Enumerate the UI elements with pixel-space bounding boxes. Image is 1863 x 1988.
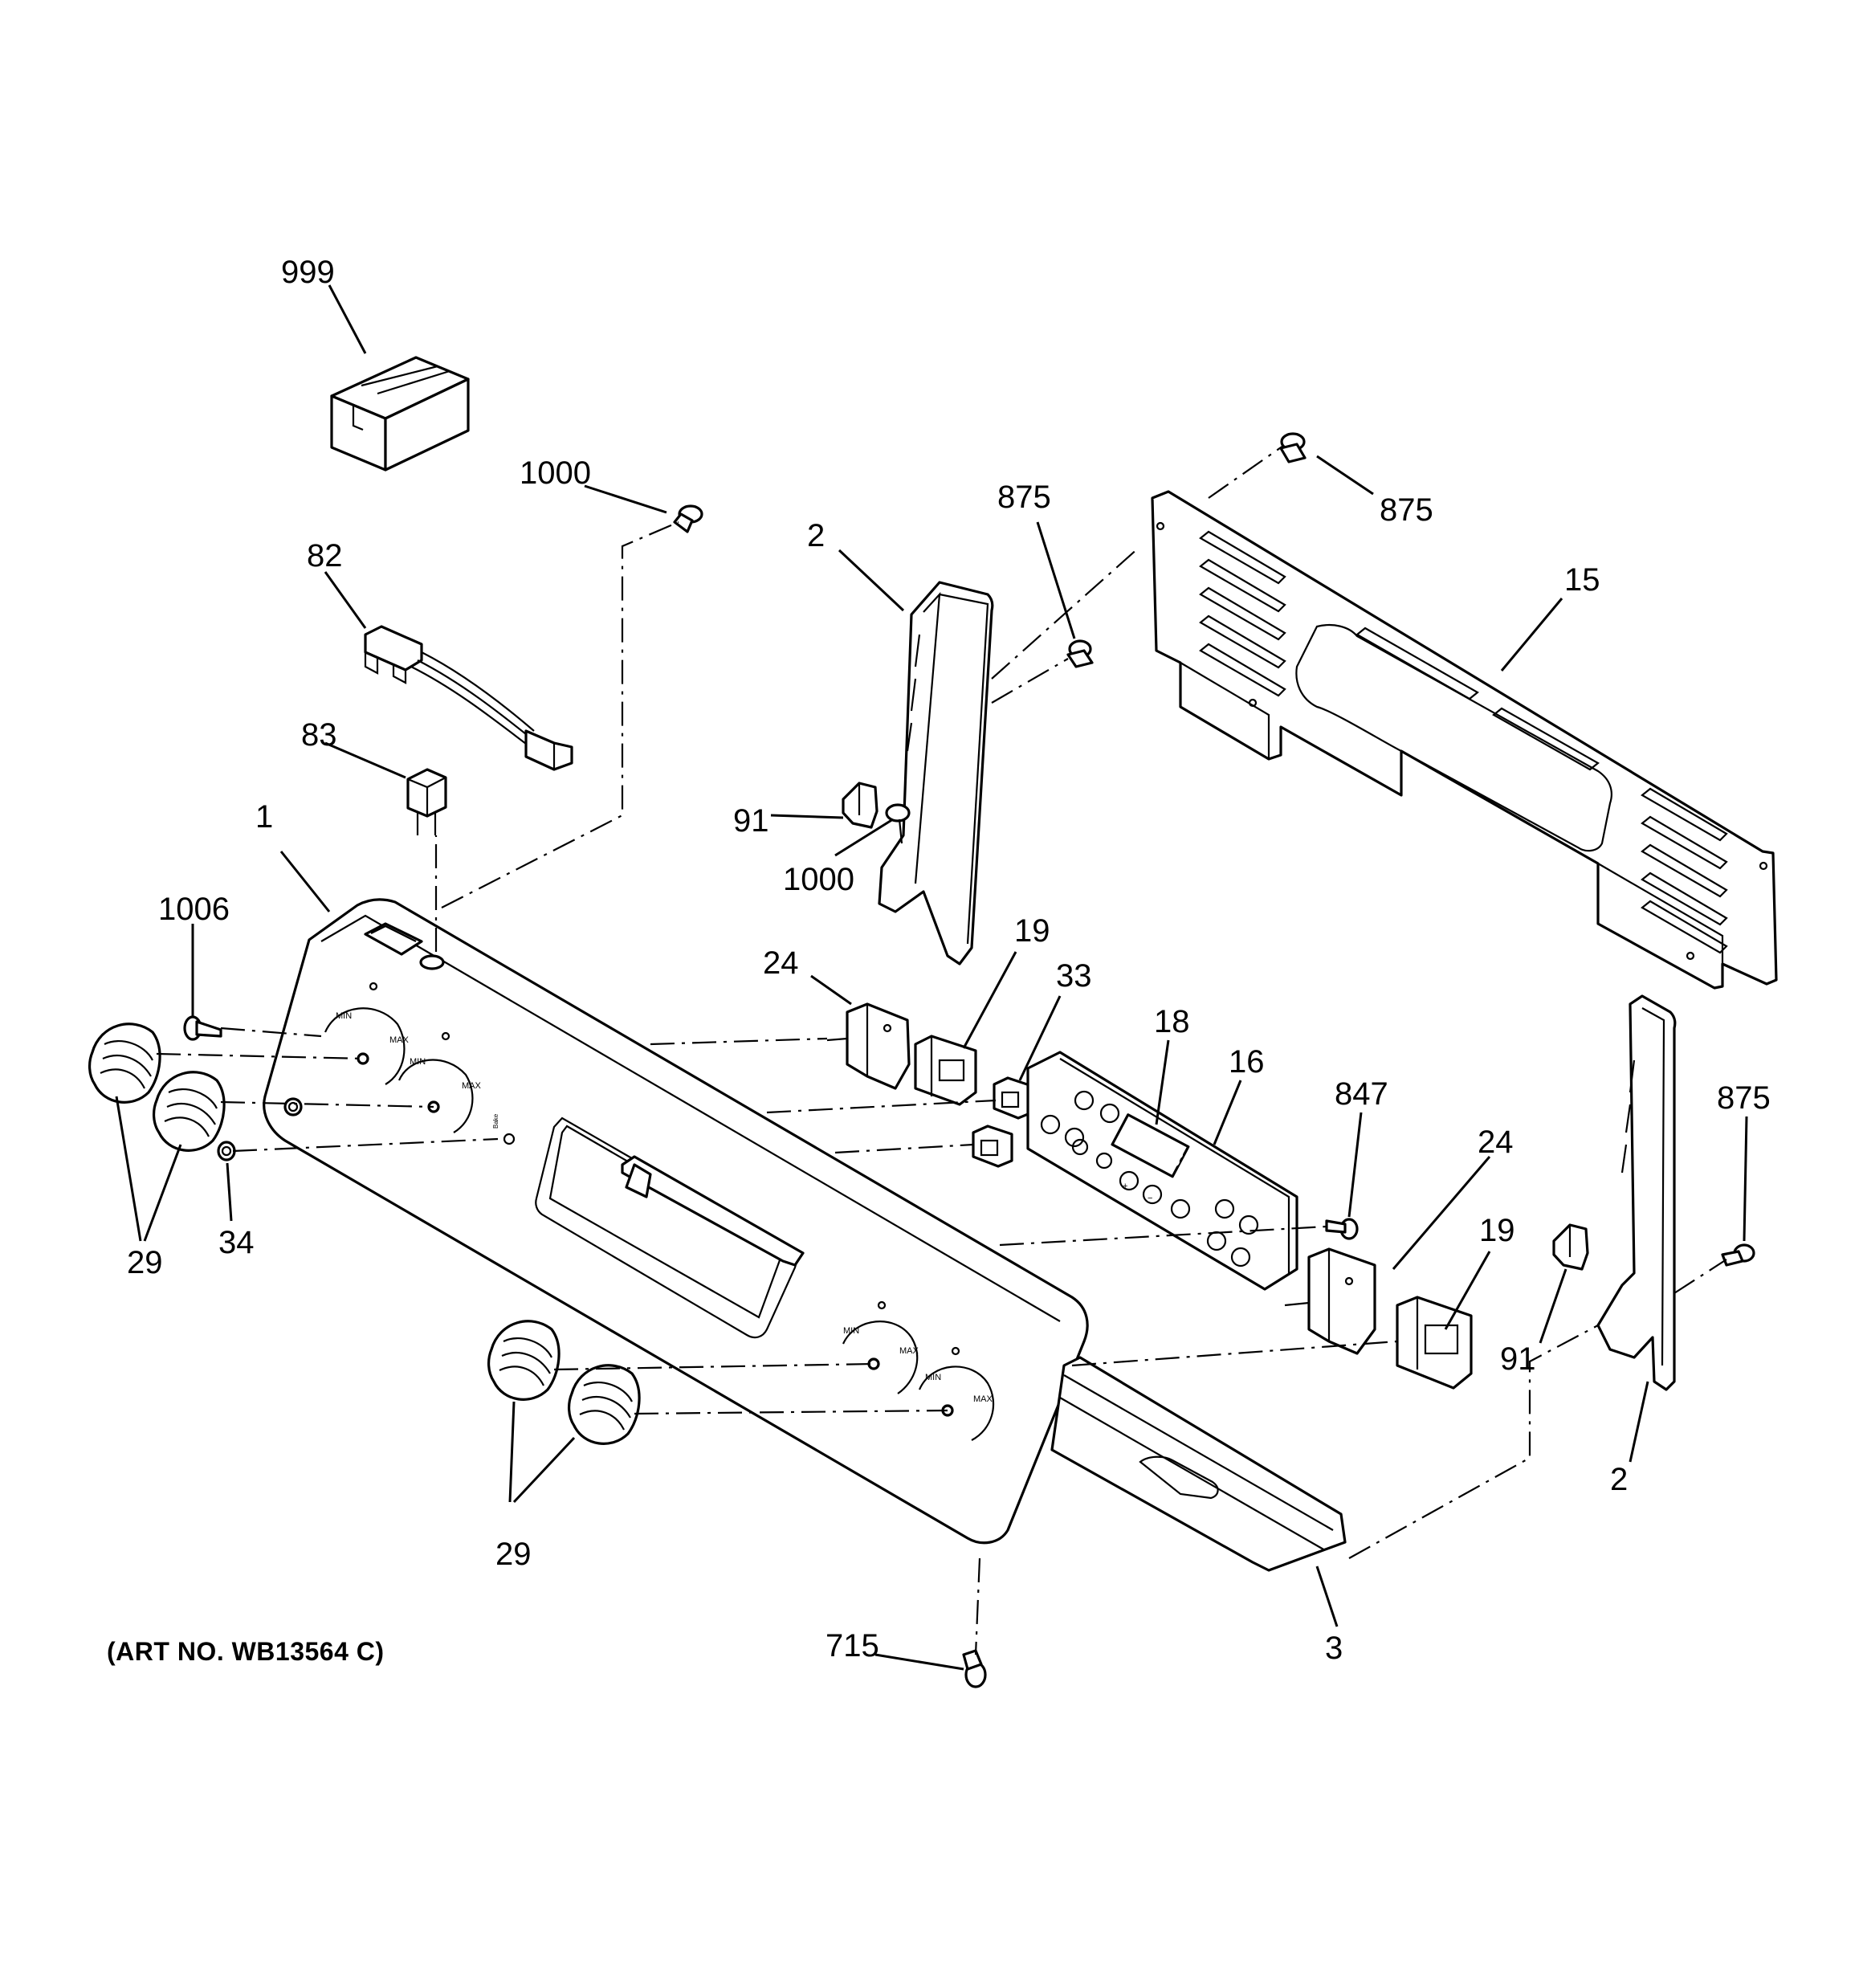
screw-bottom-part	[962, 1649, 987, 1688]
switch-right-part	[1284, 1247, 1376, 1355]
svg-text:MAX: MAX	[462, 1081, 482, 1091]
control-panel-part: MIN MAX MIN MAX Bake MIN MAX MIN MAX	[263, 898, 1089, 1545]
svg-text:MAX: MAX	[973, 1394, 993, 1404]
svg-text:MIN: MIN	[336, 1011, 352, 1021]
bracket-right-part	[1552, 1223, 1589, 1271]
rocker-upper-part	[993, 1076, 1033, 1120]
callout-16: 16	[1229, 1044, 1265, 1080]
svg-text:MIN: MIN	[843, 1326, 859, 1336]
leader-lines	[115, 284, 1748, 1671]
box-part	[330, 356, 470, 471]
rocker-lower-part	[972, 1125, 1013, 1168]
callout-18: 18	[1154, 1004, 1190, 1039]
knob-left-top-part	[88, 1023, 161, 1104]
knob-left-bottom-part	[153, 1071, 226, 1152]
callout-847: 847	[1335, 1076, 1388, 1112]
plus-key: +	[1123, 1182, 1127, 1191]
callout-19-left: 19	[1014, 913, 1050, 949]
callout-15: 15	[1564, 562, 1600, 598]
callout-29-left: 29	[127, 1245, 163, 1280]
end-cap-left-part	[878, 581, 994, 965]
callout-29-right: 29	[495, 1537, 532, 1572]
bracket-left-part	[842, 782, 879, 829]
svg-text:MIN: MIN	[410, 1057, 426, 1067]
callout-82: 82	[307, 538, 343, 574]
knob-right-top-part	[487, 1320, 561, 1401]
callout-715: 715	[826, 1628, 879, 1663]
callout-1006: 1006	[158, 892, 230, 927]
callout-1000-top: 1000	[520, 455, 591, 491]
screw-side-part	[183, 1015, 222, 1041]
callout-83: 83	[301, 717, 337, 753]
svg-text:MAX: MAX	[389, 1035, 410, 1045]
callout-875-cap: 875	[997, 480, 1051, 515]
callout-34: 34	[218, 1225, 255, 1260]
screw-right-part	[1721, 1243, 1755, 1267]
callout-24-right: 24	[1478, 1125, 1514, 1160]
knob-right-bottom-part	[568, 1364, 641, 1445]
screw-board-part	[1325, 1218, 1359, 1240]
svg-text:Bake: Bake	[492, 1113, 499, 1129]
svg-text:MAX: MAX	[899, 1346, 919, 1356]
callout-91-right: 91	[1500, 1341, 1536, 1377]
relay-right-part	[1396, 1296, 1473, 1390]
art-number: (ART NO. WB13564 C)	[107, 1637, 385, 1666]
back-panel-part	[1151, 490, 1778, 990]
screw-back-part	[1279, 432, 1307, 463]
screw-cap-part	[1066, 639, 1094, 668]
screw-mid-part	[885, 803, 911, 844]
callout-1: 1	[255, 799, 273, 835]
svg-text:MIN: MIN	[925, 1373, 941, 1382]
grommet-part	[217, 1141, 236, 1161]
screw-top-part	[673, 504, 703, 533]
trim-part	[1050, 1356, 1347, 1572]
callout-2-left: 2	[807, 518, 825, 553]
minus-key: −	[1148, 1194, 1152, 1203]
callout-1000-mid: 1000	[783, 862, 854, 897]
switch-left-part	[826, 1002, 911, 1090]
callout-875-back: 875	[1380, 492, 1433, 528]
control-board-part: 88:88 + −	[1026, 1051, 1298, 1291]
wire-harness-part	[364, 625, 573, 771]
callout-875-right: 875	[1717, 1080, 1771, 1116]
end-cap-right-part	[1596, 994, 1677, 1391]
relay-left-part	[914, 1035, 977, 1106]
callout-33: 33	[1056, 958, 1092, 994]
callout-2-right: 2	[1610, 1462, 1628, 1497]
callout-91-left: 91	[733, 803, 769, 839]
callout-24-left: 24	[763, 945, 799, 981]
callout-3: 3	[1325, 1631, 1343, 1666]
callout-19-right: 19	[1479, 1213, 1515, 1248]
callouts: 999 1000 82 83 1 1006 29 34 29 2 91 1000…	[127, 255, 1771, 1666]
callout-999: 999	[281, 255, 335, 290]
indicator-light-part	[406, 768, 447, 835]
